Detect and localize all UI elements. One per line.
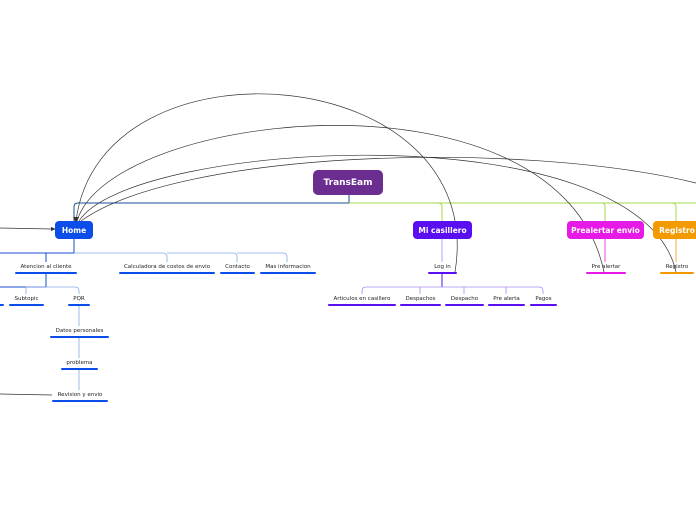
subtopic-revision-y-envio[interactable]: Revision y envio	[52, 391, 108, 402]
subtopic-calculadora[interactable]: Calculadora de costos de envio	[119, 263, 215, 274]
pre-alerta-underline	[488, 303, 525, 306]
subtopic-underline	[9, 303, 44, 306]
subtopic-pre-alerta[interactable]: Pre alerta	[488, 295, 525, 306]
atencion-trunk	[0, 273, 47, 288]
subtopic-articulos-en-casillero[interactable]: Articulos en casillero	[328, 295, 396, 306]
registro-leaf-label: Registro	[665, 264, 689, 270]
topic-prealertar-envio[interactable]: Prealertar envio	[567, 221, 644, 239]
subtopic-log-in[interactable]: Log in	[428, 263, 457, 274]
home-to-calculadora	[74, 252, 168, 262]
subtopic-atencion-al-cliente[interactable]: Atencion al cliente	[15, 263, 77, 274]
relation-curve-offscreen-right	[80, 157, 696, 222]
subtopic-registro[interactable]: Registro	[660, 263, 694, 274]
login-branch	[361, 286, 544, 294]
login-label: Log in	[434, 264, 451, 270]
subtopic-problema[interactable]: problema	[61, 359, 98, 370]
relation-curve-casillero	[75, 93, 458, 273]
home-to-mas-info	[237, 252, 288, 262]
despachos-label: Despachos	[405, 296, 436, 302]
calculadora-underline	[119, 271, 215, 274]
atencion-underline	[15, 271, 77, 274]
relation-line-revision	[0, 393, 53, 396]
pre-alertar-label: Pre alertar	[591, 264, 621, 270]
pagos-underline	[530, 303, 557, 306]
pre-alertar-underline	[586, 271, 626, 274]
topic-registro[interactable]: Registro	[653, 221, 696, 239]
relation-arrowhead-home	[73, 217, 79, 223]
relation-line-offscreen-left	[0, 227, 53, 230]
trunk-drop-casillero	[437, 202, 443, 221]
articulos-label: Articulos en casillero	[333, 296, 391, 302]
subtopic-despachos[interactable]: Despachos	[400, 295, 441, 306]
relation-arrowhead-left	[51, 227, 56, 231]
revision-underline	[52, 399, 108, 402]
home-trunk	[0, 239, 75, 254]
registro-underline	[660, 271, 694, 274]
login-underline	[428, 271, 457, 274]
datos-label: Datos personales	[55, 328, 104, 334]
revision-label: Revision y envio	[57, 392, 103, 398]
contacto-underline	[220, 271, 255, 274]
offscreen-left-underline	[0, 303, 4, 306]
mas-info-underline	[260, 271, 316, 274]
trunk-drop-registro	[671, 202, 677, 221]
subtopic-pre-alertar[interactable]: Pre alertar	[586, 263, 626, 274]
subtopic-label: Subtopic	[14, 296, 39, 302]
pre-alerta-label: Pre alerta	[493, 296, 520, 302]
trunk-drop-prealertar	[601, 202, 606, 221]
pqr-underline	[68, 303, 90, 306]
subtopic-despacho[interactable]: Despacho	[445, 295, 484, 306]
relation-curve-registro	[78, 154, 677, 273]
contacto-label: Contacto	[225, 264, 250, 270]
subtopic-contacto[interactable]: Contacto	[220, 263, 255, 274]
subtopic-offscreen-left[interactable]	[0, 295, 4, 306]
topic-home[interactable]: Home	[55, 221, 93, 239]
subtopic-pagos[interactable]: Pagos	[530, 295, 557, 306]
relation-curve-prealertar	[76, 125, 605, 273]
despachos-underline	[400, 303, 441, 306]
pqr-label: PQR	[73, 296, 85, 302]
pagos-label: Pagos	[535, 296, 552, 302]
atencion-to-subtopic	[25, 286, 46, 294]
datos-underline	[50, 335, 109, 338]
despacho-underline	[445, 303, 484, 306]
subtopic-subtopic[interactable]: Subtopic	[9, 295, 44, 306]
despacho-label: Despacho	[450, 296, 479, 302]
articulos-underline	[328, 303, 396, 306]
topic-mi-casillero[interactable]: Mi casillero	[413, 221, 472, 239]
problema-label: problema	[66, 360, 93, 366]
problema-underline	[61, 367, 98, 370]
home-to-atencion	[45, 252, 74, 262]
home-to-contacto	[167, 252, 238, 262]
subtopic-mas-informacion[interactable]: Mas informacion	[260, 263, 316, 274]
atencion-label: Atencion al cliente	[20, 264, 72, 270]
subtopic-datos-personales[interactable]: Datos personales	[50, 327, 109, 338]
trunk-line-left	[73, 195, 350, 221]
subtopic-pqr[interactable]: PQR	[68, 295, 90, 306]
calculadora-label: Calculadora de costos de envio	[123, 264, 211, 270]
root-node-transeam[interactable]: TransEam	[313, 170, 383, 195]
atencion-to-pqr	[46, 286, 80, 294]
mas-info-label: Mas informacion	[265, 264, 311, 270]
